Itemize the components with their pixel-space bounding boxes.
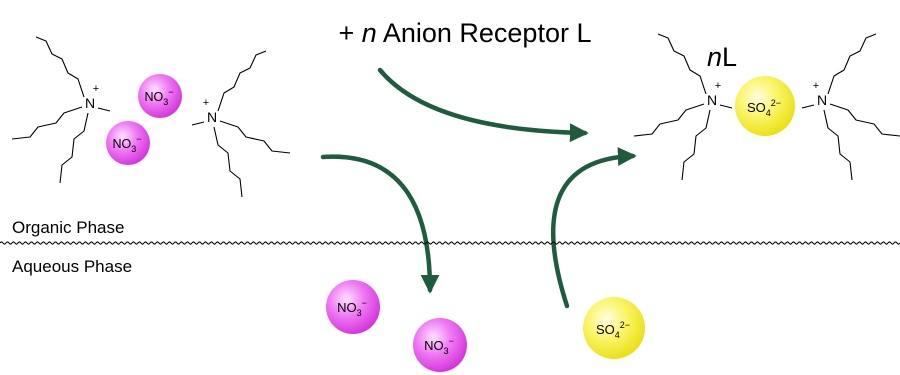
svg-text:NO3−: NO3−: [424, 336, 454, 356]
sulfate-ion-aqueous: SO42−: [583, 297, 645, 359]
svg-text:SO42−: SO42−: [596, 320, 630, 340]
svg-text:SO42−: SO42−: [747, 98, 781, 118]
nitrogen-atom-label: N: [817, 92, 827, 108]
organic-phase-label: Organic Phase: [12, 218, 124, 237]
title: + n Anion Receptor L: [339, 18, 592, 48]
ammonium-cation-complex-left: N +: [633, 33, 733, 181]
receptor-label: nL: [707, 42, 737, 72]
svg-text:NO3−: NO3−: [337, 298, 367, 318]
arrow-receptor-to-complex: [377, 67, 589, 143]
nitrate-ion-organic-2: NO3−: [106, 121, 150, 165]
nitrate-ion-aqueous-2: NO3−: [413, 318, 467, 372]
phase-boundary: [0, 241, 900, 245]
svg-text:NO3−: NO3−: [144, 87, 173, 107]
nitrogen-atom-label: N: [207, 109, 217, 125]
svg-text:NO3−: NO3−: [112, 134, 141, 154]
nitrate-ion-organic-1: NO3−: [138, 74, 182, 118]
arrow-nitrate-release: [320, 154, 440, 294]
charge-label: +: [203, 97, 209, 109]
charge-label: +: [715, 80, 721, 92]
charge-label: +: [813, 80, 819, 92]
aqueous-phase-label: Aqueous Phase: [12, 257, 132, 276]
sulfate-ion-complexed: SO42−: [735, 76, 795, 136]
ammonium-cation-left: N +: [11, 36, 111, 184]
nitrate-ion-aqueous-1: NO3−: [326, 280, 380, 334]
nitrogen-atom-label: N: [85, 95, 95, 111]
charge-label: +: [93, 83, 99, 95]
nitrogen-atom-label: N: [707, 92, 717, 108]
ammonium-cation-complex-right: N +: [801, 33, 900, 181]
arrows: [320, 67, 637, 309]
arrow-sulfate-uptake: [551, 147, 637, 309]
ammonium-cation-middle: N +: [191, 50, 291, 198]
